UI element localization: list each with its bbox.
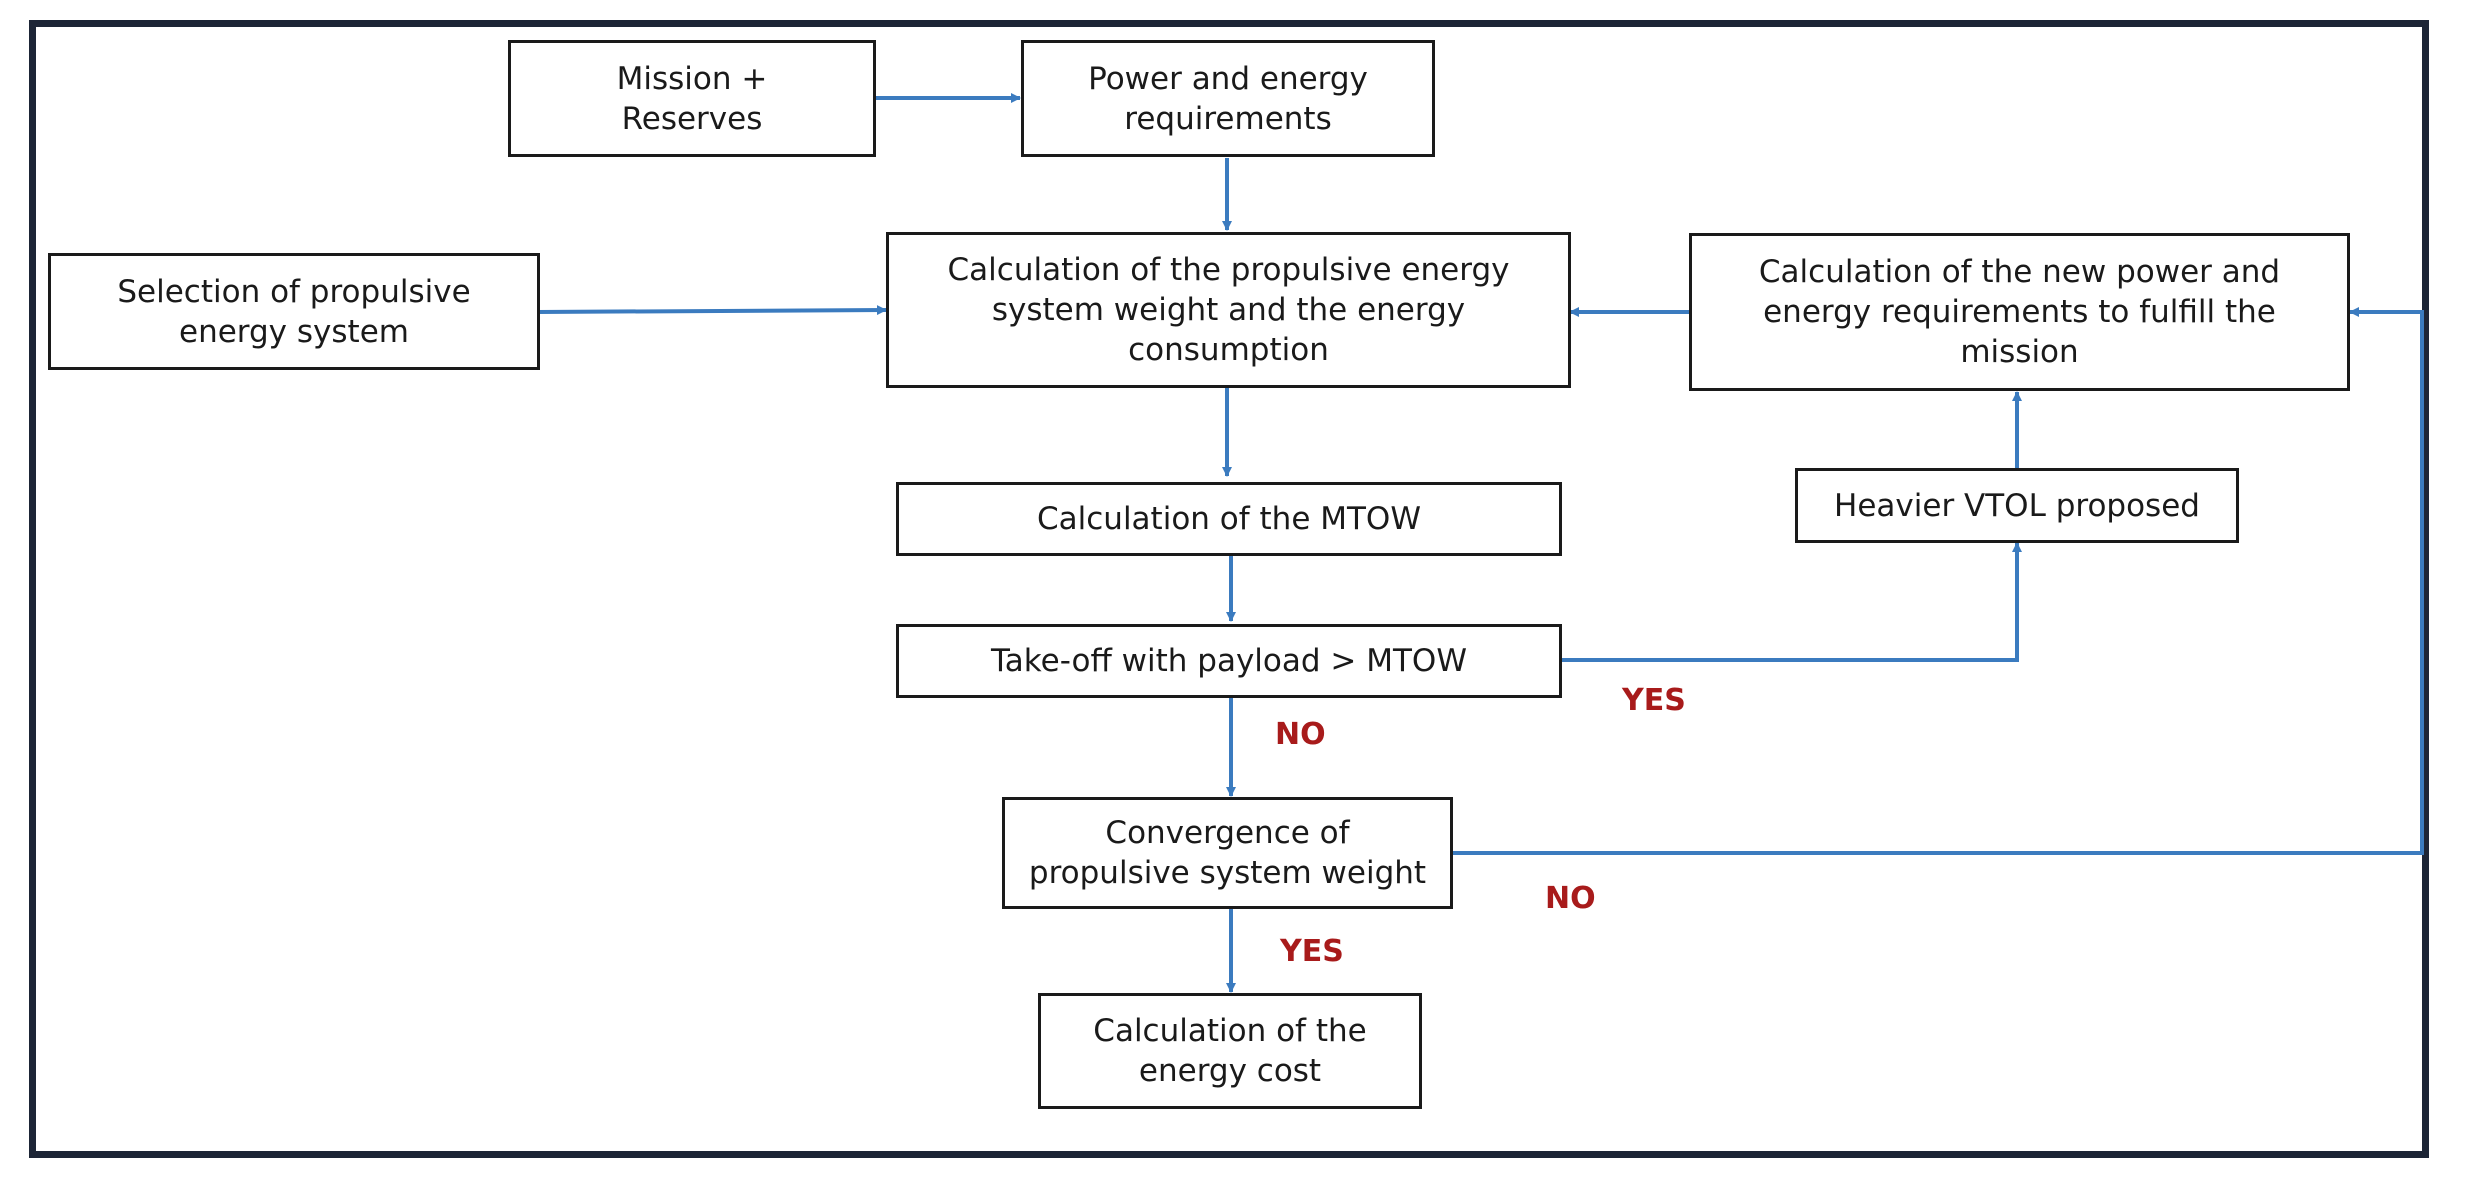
convergence-no-label: NO: [1545, 881, 1596, 916]
arrow-convergence-no-to-calc-new: [1451, 307, 2424, 855]
takeoff-yes-label: YES: [1622, 683, 1686, 718]
arrow-selection-to-calc-weight: [537, 305, 887, 316]
convergence-yes-label: YES: [1280, 934, 1344, 969]
diagram-frame: [29, 20, 2429, 1158]
selection-propulsive-system-box: Selection of propulsive energy system: [48, 253, 540, 370]
heavier-vtol-box: Heavier VTOL proposed: [1795, 468, 2239, 543]
arrow-takeoff-yes-to-heavier: [1560, 542, 2022, 662]
takeoff-no-label: NO: [1275, 717, 1326, 752]
energy-cost-box: Calculation of the energy cost: [1038, 993, 1422, 1109]
calc-propulsive-weight-box: Calculation of the propulsive energy sys…: [886, 232, 1571, 388]
calc-mtow-box: Calculation of the MTOW: [896, 482, 1562, 556]
mission-reserves-box: Mission + Reserves: [508, 40, 876, 157]
convergence-box: Convergence of propulsive system weight: [1002, 797, 1453, 909]
takeoff-payload-box: Take-off with payload > MTOW: [896, 624, 1562, 698]
power-energy-requirements-box: Power and energy requirements: [1021, 40, 1435, 157]
calc-new-requirements-box: Calculation of the new power and energy …: [1689, 233, 2350, 391]
